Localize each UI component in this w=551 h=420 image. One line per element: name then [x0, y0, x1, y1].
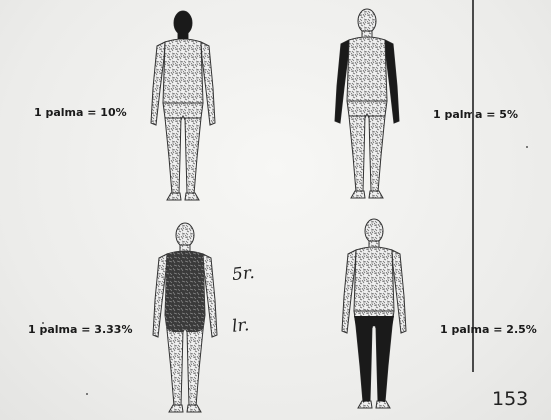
body-figure-legs — [334, 216, 414, 416]
caption-legs: 1 palma = 2.5% — [440, 323, 537, 336]
handwritten-note-top: 5r. — [231, 263, 255, 285]
handwritten-note-bottom: lr. — [231, 315, 250, 337]
column-divider — [472, 0, 474, 372]
speck — [86, 393, 88, 395]
body-figure-head — [143, 8, 223, 208]
speck — [526, 146, 528, 148]
caption-trunk: 1 palma = 3.33% — [28, 323, 132, 336]
shaded-left-leg — [356, 326, 372, 402]
caption-arms: 1 palma = 5% — [433, 108, 518, 121]
shaded-head-region — [174, 11, 192, 35]
caption-head: 1 palma = 10% — [34, 106, 127, 119]
page-number: 153 — [492, 388, 528, 410]
shaded-trunk — [165, 251, 205, 315]
body-figure-arms — [327, 6, 407, 206]
shaded-right-leg — [376, 326, 392, 402]
body-figure-trunk — [145, 220, 225, 420]
speck — [42, 322, 44, 324]
